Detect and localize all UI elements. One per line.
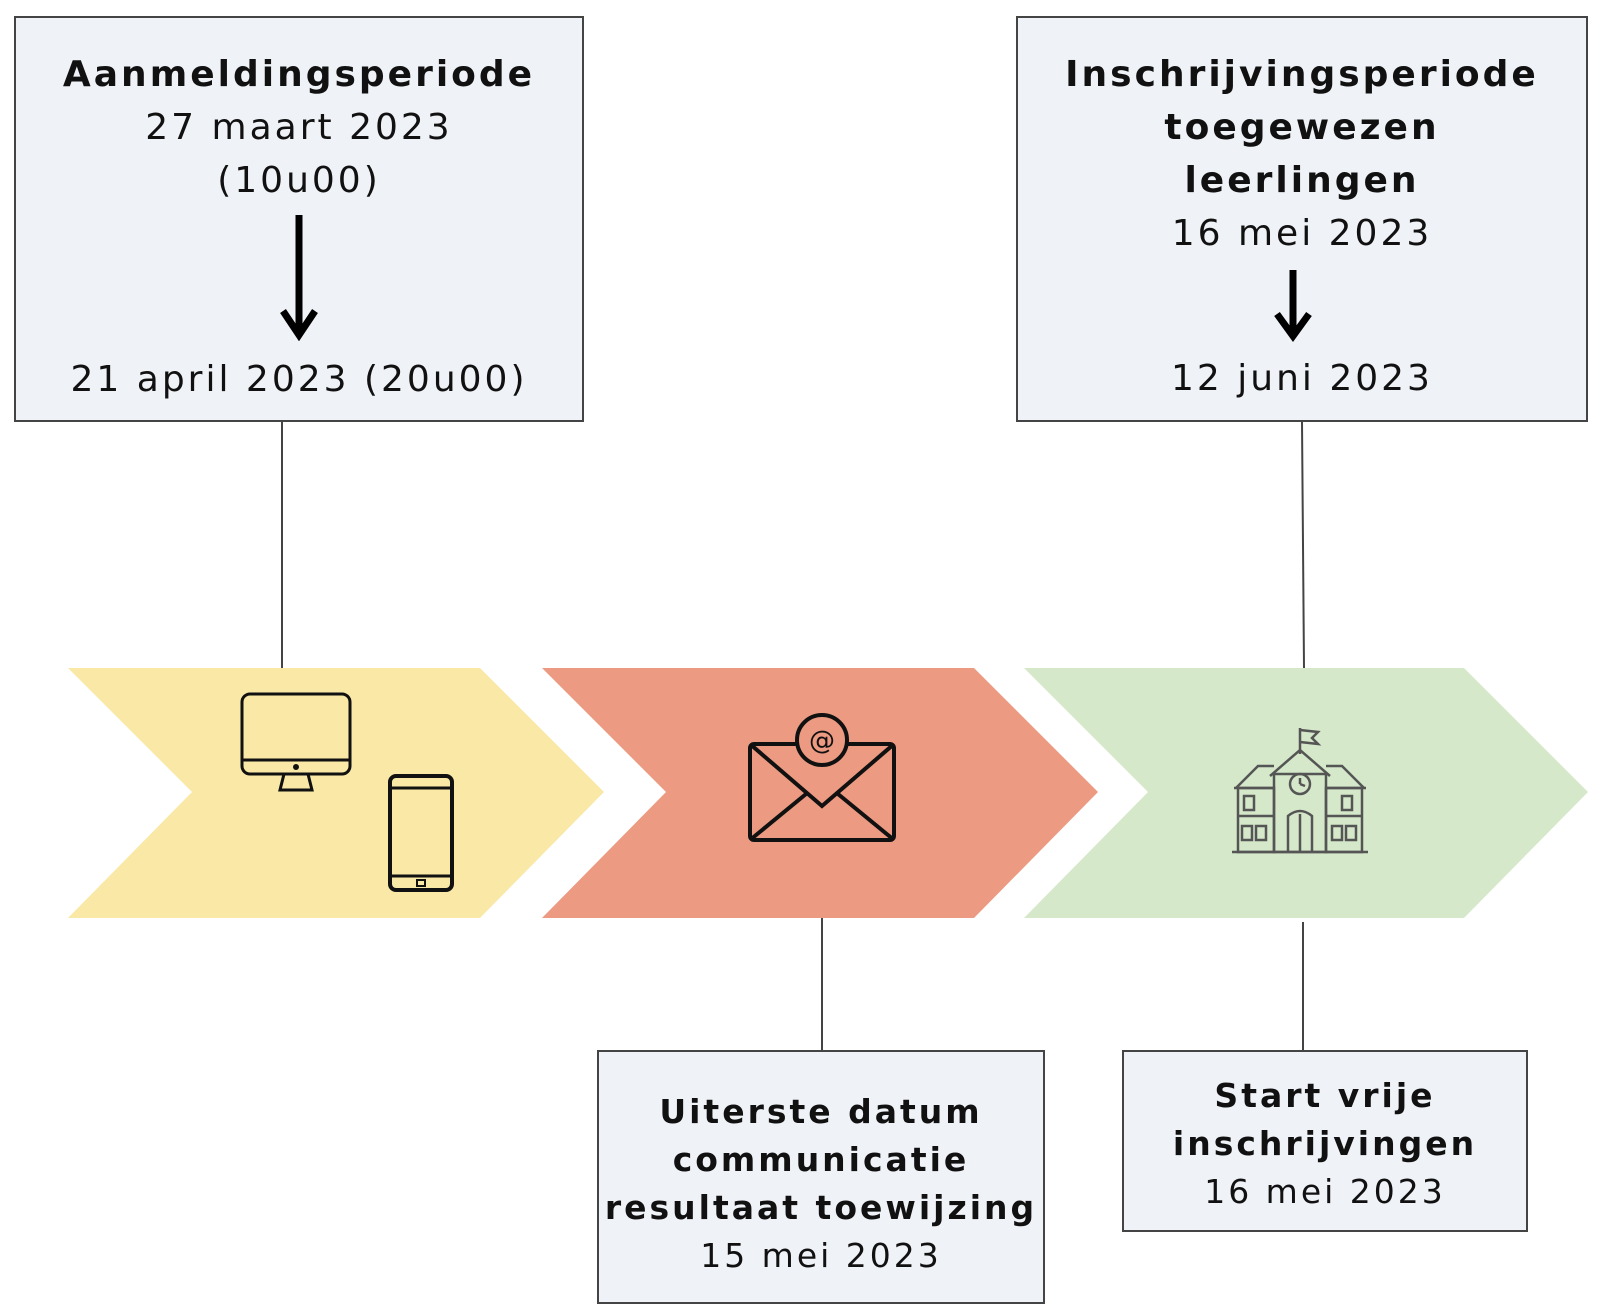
inschrijvingsperiode-title: Inschrijvingsperiode [1065,54,1539,95]
inschrijvingsperiode-end: 12 juni 2023 [1171,358,1433,399]
aanmeldingsperiode-title: Aanmeldingsperiode [62,54,536,95]
communicatie-box: Uiterste datum communicatie resultaat to… [597,1050,1045,1304]
computer-and-phone-icon [240,692,454,892]
aanmeldingsperiode-start-date: 27 maart 2023 [145,107,453,148]
monitor-icon [240,692,352,776]
communicatie-line1: Uiterste datum [659,1092,983,1131]
aanmeldingsperiode-box: Aanmeldingsperiode 27 maart 2023 (10u00)… [14,16,584,422]
inschrijvingsperiode-title-line2: toegewezen [1164,107,1440,148]
vrije-line2: inschrijvingen [1172,1124,1478,1163]
aanmeldingsperiode-start-time: (10u00) [217,160,381,201]
svg-text:@: @ [809,726,835,756]
aanmeldingsperiode-end: 21 april 2023 (20u00) [70,359,528,400]
chevron-step-1 [68,668,604,918]
email-at-icon: @ [748,713,896,842]
inschrijvingsperiode-box: Inschrijvingsperiode toegewezen leerling… [1016,16,1588,422]
vrije-inschrijvingen-box: Start vrije inschrijvingen 16 mei 2023 [1122,1050,1528,1232]
vrije-date: 16 mei 2023 [1204,1172,1446,1211]
arrow-down-icon [1274,270,1312,342]
school-building-icon [1232,728,1368,854]
arrow-down-icon [280,215,318,341]
chevron-step-2 [542,668,1098,918]
inschrijvingsperiode-title-line3: leerlingen [1184,160,1420,201]
communicatie-line2: communicatie [672,1140,970,1179]
communicatie-line3: resultaat toewijzing [604,1188,1038,1227]
communicatie-date: 15 mei 2023 [700,1236,942,1275]
smartphone-icon [388,774,454,892]
inschrijvingsperiode-start-date: 16 mei 2023 [1171,213,1433,254]
vrije-line1: Start vrije [1214,1076,1436,1115]
connector-inschrijving [1301,421,1305,669]
